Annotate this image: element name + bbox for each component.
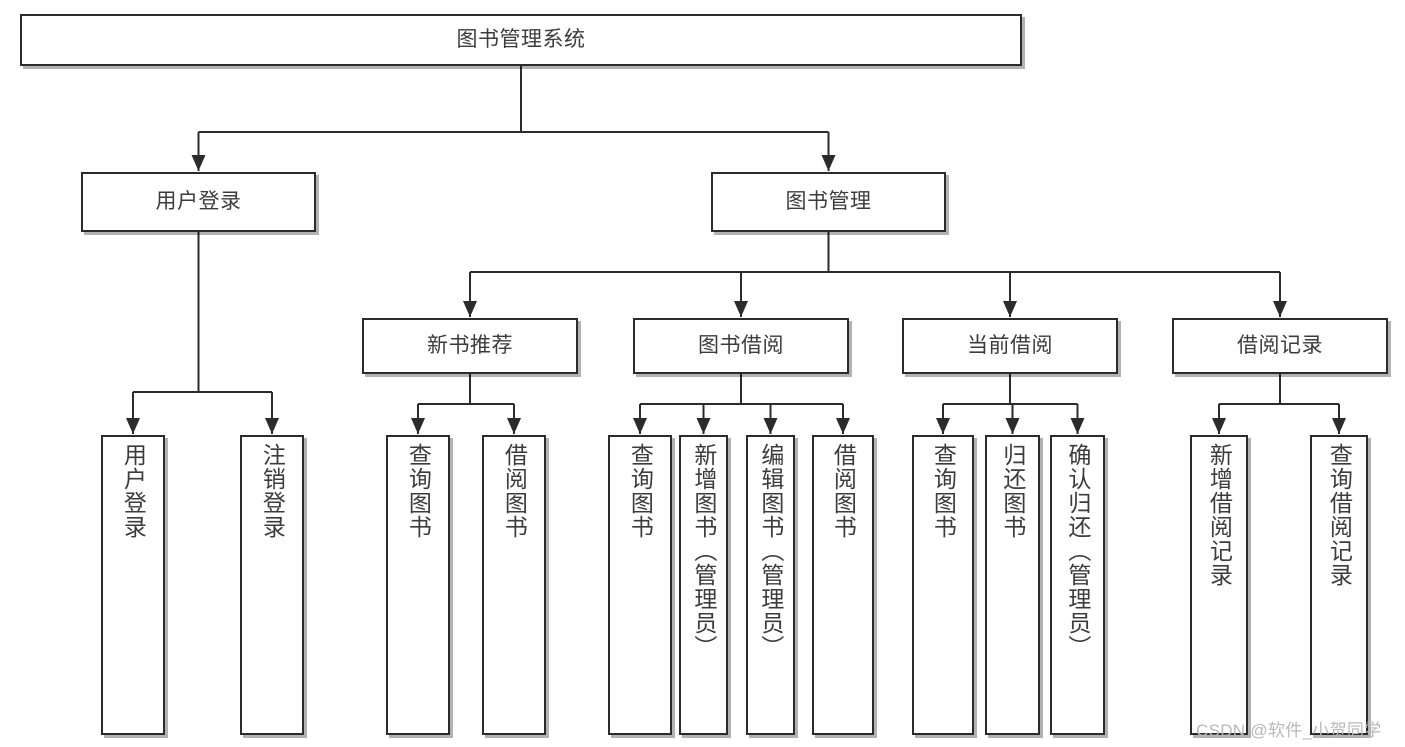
node-bo-add[interactable]: 新增图书（管理员） — [679, 435, 728, 735]
node-newbooks[interactable]: 新书推荐 — [362, 318, 578, 374]
node-bo-query[interactable]: 查询图书 — [608, 435, 672, 735]
node-cu-query[interactable]: 查询图书 — [912, 435, 974, 735]
node-userlogin[interactable]: 用户登录 — [101, 435, 165, 735]
node-re-query[interactable]: 查询借阅记录 — [1310, 435, 1368, 735]
node-label: 借阅记录 — [1237, 333, 1323, 357]
node-records[interactable]: 借阅记录 — [1172, 318, 1388, 374]
node-login[interactable]: 用户登录 — [81, 172, 316, 232]
node-label: 确认归还（管理员） — [1064, 443, 1091, 659]
node-cu-return[interactable]: 归还图书 — [985, 435, 1040, 735]
node-label: 查询借阅记录 — [1326, 443, 1353, 587]
node-label: 新增图书（管理员） — [690, 443, 717, 659]
node-label: 归还图书 — [999, 443, 1026, 539]
node-bo-edit[interactable]: 编辑图书（管理员） — [746, 435, 795, 735]
node-nb-borrow[interactable]: 借阅图书 — [482, 435, 546, 735]
node-label: 注销登录 — [259, 443, 286, 539]
node-label: 图书管理 — [785, 189, 872, 213]
node-label: 图书管理系统 — [456, 27, 586, 51]
node-current[interactable]: 当前借阅 — [902, 318, 1118, 374]
node-label: 编辑图书（管理员） — [757, 443, 784, 659]
node-label: 用户登录 — [120, 443, 147, 539]
node-bo-borrow[interactable]: 借阅图书 — [812, 435, 874, 735]
node-label: 查询图书 — [627, 443, 654, 539]
node-label: 当前借阅 — [967, 333, 1053, 357]
node-cu-confirm[interactable]: 确认归还（管理员） — [1050, 435, 1105, 735]
node-label: 新书推荐 — [427, 333, 513, 357]
node-label: 借阅图书 — [830, 443, 857, 539]
node-label: 查询图书 — [930, 443, 957, 539]
node-bookmgmt[interactable]: 图书管理 — [711, 172, 946, 232]
node-label: 查询图书 — [405, 443, 432, 539]
node-label: 新增借阅记录 — [1206, 443, 1233, 587]
node-re-add[interactable]: 新增借阅记录 — [1190, 435, 1248, 735]
node-borrow[interactable]: 图书借阅 — [633, 318, 849, 374]
node-label: 借阅图书 — [501, 443, 528, 539]
node-label: 图书借阅 — [698, 333, 784, 357]
node-logout[interactable]: 注销登录 — [240, 435, 304, 735]
node-nb-query[interactable]: 查询图书 — [386, 435, 450, 735]
node-root[interactable]: 图书管理系统 — [20, 14, 1022, 66]
node-label: 用户登录 — [155, 189, 242, 213]
